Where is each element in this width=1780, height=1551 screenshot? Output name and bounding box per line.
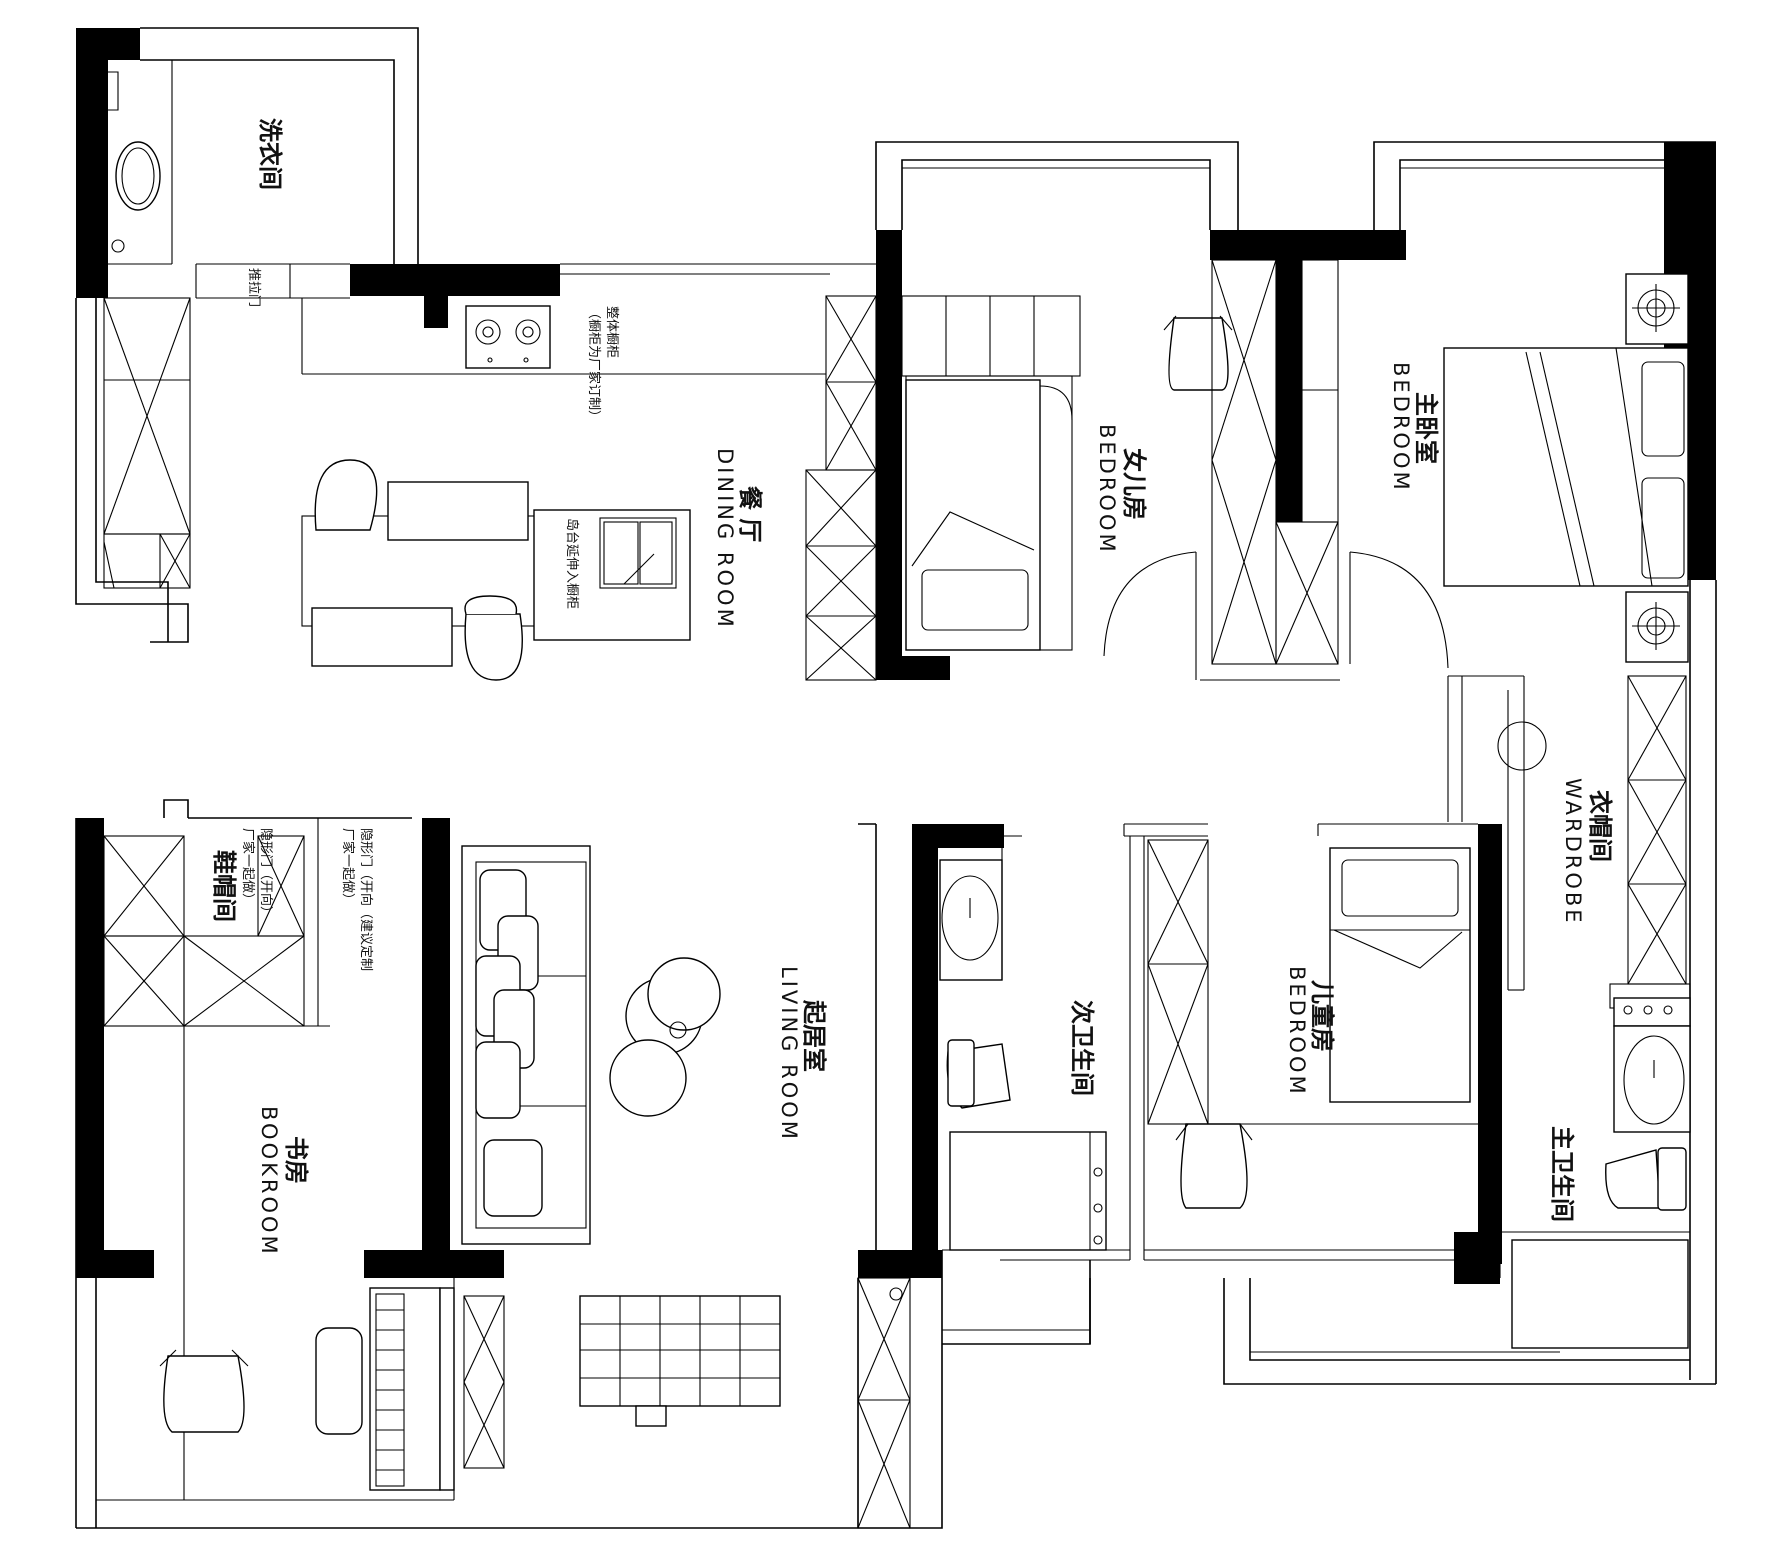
master-bedroom: 主卧室 BEDROOM [1389,273,1689,663]
laundry-label: 洗衣间 [256,118,284,190]
dining-label-en: DINING ROOM [713,448,737,630]
counter-note-2: （橱柜为厂家订制） [586,306,602,423]
second-bath-label: 次卫生间 [1068,1000,1096,1096]
shoe-note-2: 厂家一起做） [240,828,256,906]
master-label-cn: 主卧室 [1412,392,1440,464]
laundry-door-note: 推拉门 [246,268,261,307]
wardrobe-room: 衣帽间 WARDROBE [1497,675,1687,985]
dining-label-cn: 餐 厅 [736,486,764,542]
shoe-label: 鞋帽间 [210,850,238,922]
wardrobe-label-cn: 衣帽间 [1586,790,1614,862]
living-label-cn: 起居室 [800,999,828,1072]
shoe-room: 鞋帽间 隐形门（开向） 厂家一起做） 隐形门（开向（建议定制 厂家一起做） [103,818,374,1500]
left-cabinets [103,297,191,589]
shoe-note-3: 隐形门（开向（建议定制 [358,828,374,971]
son-label-cn: 儿童房 [1308,980,1336,1052]
dining-area: 整体橱柜 （橱柜为厂家订制） 岛台延伸入橱柜 餐 厅 DINING ROOM [301,305,764,681]
dining-cabinets [805,295,877,681]
daughter-label-en: BEDROOM [1095,424,1119,555]
shoe-note-1: 隐形门（开向） [258,828,274,919]
study-label-cn: 书房 [282,1136,310,1184]
wardrobe-label-en: WARDROBE [1561,778,1585,926]
master-bath: 主卫生间 [1511,983,1691,1349]
living-label-en: LIVING ROOM [777,966,801,1142]
daughter-room: 女儿房 BEDROOM [901,295,1233,680]
second-bath: 次卫生间 [939,848,1107,1251]
study-label-en: BOOKROOM [257,1106,281,1257]
son-room: 儿童房 BEDROOM [1147,839,1480,1209]
outline [75,27,1717,1529]
walls [76,28,1716,1284]
master-bath-label: 主卫生间 [1548,1126,1576,1222]
study-room: 书房 BOOKROOM [96,1106,455,1501]
middle-wardrobe [1200,259,1449,681]
daughter-label-cn: 女儿房 [1120,448,1148,520]
living-room: 起居室 LIVING ROOM [461,845,911,1529]
laundry-room: 洗衣间 推拉门 [108,60,284,307]
master-label-en: BEDROOM [1389,362,1413,493]
island-note: 岛台延伸入橱柜 [564,518,580,609]
shoe-note-4: 厂家一起做） [340,828,356,906]
son-label-en: BEDROOM [1285,966,1309,1097]
counter-note-1: 整体橱柜 [604,306,619,358]
